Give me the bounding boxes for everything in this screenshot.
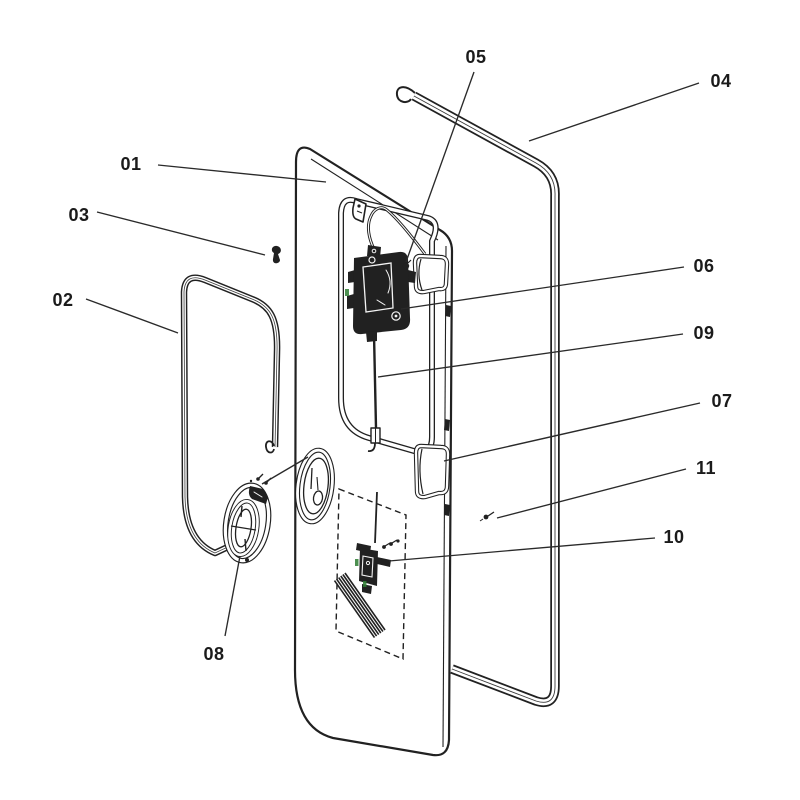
hinge-bracket xyxy=(352,198,367,223)
lock-mechanism-06 xyxy=(345,245,416,342)
lock-cable xyxy=(366,206,427,255)
leader-02 xyxy=(85,298,179,334)
leader-06 xyxy=(400,266,685,310)
door-inner-recess-panel xyxy=(338,196,439,455)
leader-01 xyxy=(157,164,327,183)
door-panel-01 xyxy=(293,146,454,757)
part-label-07: 07 xyxy=(711,391,733,411)
part-label-04: 04 xyxy=(710,71,732,91)
leader-lines xyxy=(85,71,701,637)
outer-frame-seal-04 xyxy=(395,86,560,708)
leader-08 xyxy=(224,555,241,637)
part-label-03: 03 xyxy=(68,205,90,225)
door-right-thickness-line xyxy=(442,245,447,748)
door-top-thickness-line xyxy=(310,158,439,241)
leader-09 xyxy=(377,333,684,378)
door-edge-slots xyxy=(444,305,451,516)
leader-07 xyxy=(443,402,701,462)
screw-11 xyxy=(479,511,495,522)
handle-pocket-07 xyxy=(413,443,451,500)
leader-03 xyxy=(96,211,266,256)
latch-screws xyxy=(382,539,400,549)
leader-10 xyxy=(388,537,656,562)
lower-latch-10 xyxy=(355,491,400,594)
part-label-10: 10 xyxy=(663,527,685,547)
screw-05 xyxy=(402,259,412,270)
leader-05 xyxy=(405,71,475,263)
part-label-06: 06 xyxy=(693,256,715,276)
part-label-11: 11 xyxy=(695,458,717,478)
part-label-05: 05 xyxy=(465,47,487,67)
clip-03 xyxy=(271,245,281,264)
leader-04 xyxy=(528,82,700,142)
assembly-line xyxy=(261,456,309,485)
lock-cylinder-08 xyxy=(222,473,272,564)
door-seal-02 xyxy=(180,274,281,557)
hatched-area xyxy=(333,572,386,639)
leader-11 xyxy=(496,468,687,519)
part-label-08: 08 xyxy=(203,644,225,664)
seal-cut-end xyxy=(265,440,275,454)
handle-pocket-top xyxy=(412,253,450,295)
keyhole-detail xyxy=(310,467,313,490)
connecting-rod-09 xyxy=(367,333,381,452)
escutcheon-recess xyxy=(295,447,335,525)
part-label-01: 01 xyxy=(120,154,142,174)
part-label-09: 09 xyxy=(693,323,715,343)
frame-seal-cut-end xyxy=(395,86,416,104)
part-label-02: 02 xyxy=(52,290,74,310)
